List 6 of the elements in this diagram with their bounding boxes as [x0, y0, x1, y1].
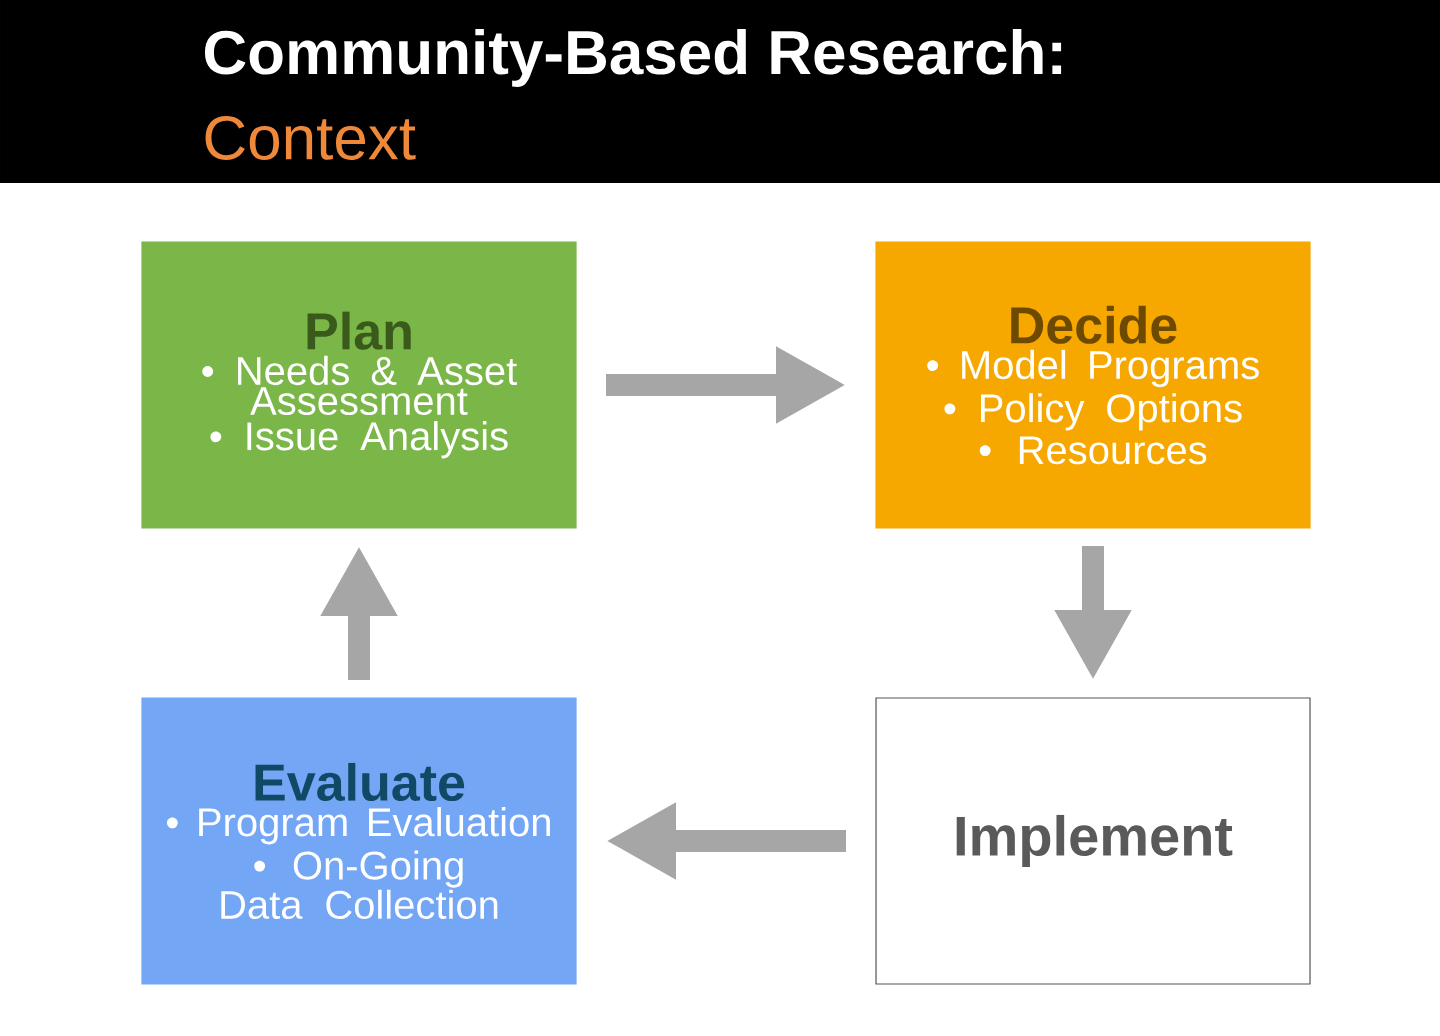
subtitle: Context [205, 116, 416, 160]
process-box: Implement [875, 697, 1311, 985]
title: Community-Based Research: [204, 29, 1062, 87]
process-box: Evaluate • Program Evaluation • On-Going Data Collection [141, 697, 577, 985]
process-box: Decide • Model Programs • Policy Options • Resources [875, 241, 1311, 529]
process-box: Plan • Needs & Asset Assessment • Issue Analysis [141, 241, 577, 529]
